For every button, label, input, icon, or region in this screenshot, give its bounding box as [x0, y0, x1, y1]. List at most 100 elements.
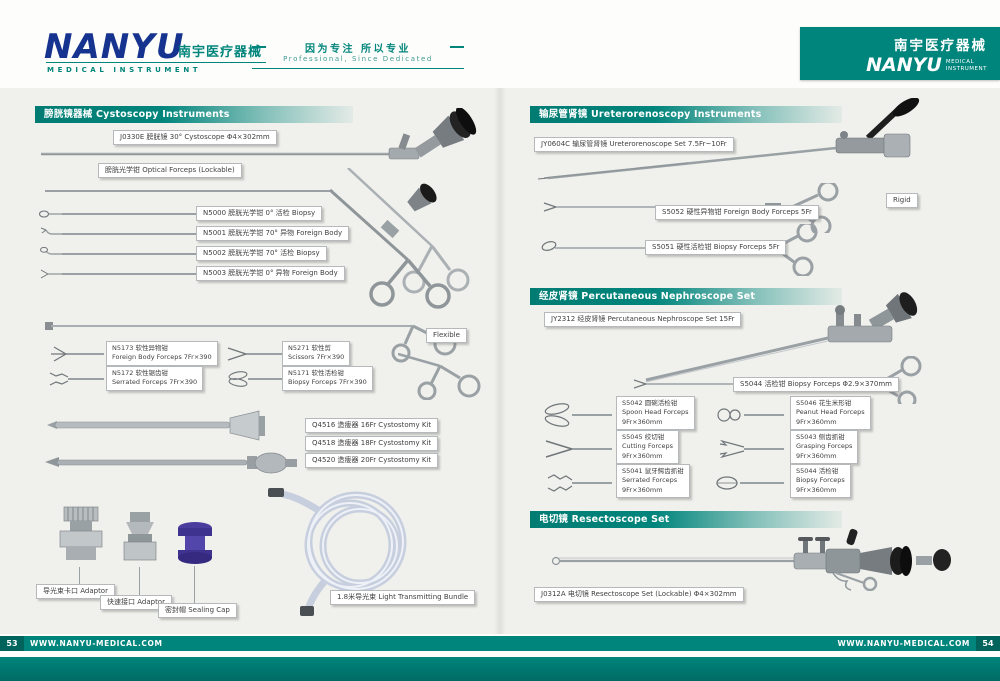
light-cable-adaptor-illustration	[59, 506, 103, 560]
label-q4520: Q4520 造瘘器 20Fr Cystostomy Kit	[305, 453, 439, 468]
section-title-cystoscopy: 膀胱镜器械 Cystoscopy Instruments	[35, 106, 353, 123]
label-line: Serrated Forceps 7Fr×390	[112, 378, 198, 387]
label-line: Biopsy Forceps	[796, 476, 845, 485]
biopsy-tip-icon	[40, 247, 62, 255]
optical-forceps-illustration	[330, 168, 470, 309]
label-line: S5042 圆碗活检钳	[622, 399, 678, 407]
cystostomy-cannula-illustration	[47, 410, 265, 441]
slogan-english: Professional, Since Dedicated	[283, 55, 433, 63]
label-line: S5043 侧齿抓钳	[796, 433, 845, 441]
spoon-head-tip-icon	[544, 403, 612, 427]
label-s5046: S5046 花生米形钳 Peanut Head Forceps 9Fr×360m…	[790, 396, 871, 431]
label-light-cable-adaptor: 导光束卡口 Adaptor	[36, 584, 115, 599]
label-line: S5045 绞切钳	[622, 433, 665, 441]
label-line: 9Fr×360mm	[796, 451, 837, 460]
section-title-nephroscope: 经皮肾镜 Percutaneous Nephroscope Set	[530, 288, 842, 305]
badge-wordmark: NANYU	[866, 54, 942, 76]
label-line: Spoon Head Forceps	[622, 408, 689, 417]
tag-rigid: Rigid	[886, 193, 918, 208]
brand-subtitle: MEDICAL INSTRUMENT	[47, 66, 202, 74]
brand-wordmark: NANYU	[44, 27, 185, 67]
biopsy-forceps-tip-icon	[228, 371, 282, 387]
leader-line	[79, 567, 80, 584]
quick-connect-adaptor-illustration	[123, 512, 157, 561]
badge-row: NANYU MEDICAL INSTRUMENT	[800, 56, 987, 75]
label-line: N5171 软性活检钳	[288, 369, 344, 377]
page-number-left: 53	[0, 636, 24, 651]
badge-subtitle: MEDICAL INSTRUMENT	[946, 56, 987, 73]
label-line: Serrated Forceps	[622, 476, 678, 485]
biopsy-tip-icon	[38, 210, 62, 218]
label-s5051: S5051 硬性活检钳 Biopsy Forceps 5Fr	[645, 240, 787, 255]
label-s5045: S5045 绞切钳 Cutting Forceps 9Fr×360mm	[616, 430, 679, 465]
foreign-body-tip-icon	[40, 269, 62, 279]
website-url-left: WWW.NANYU-MEDICAL.COM	[30, 639, 163, 648]
optical-forceps-shaft	[45, 190, 333, 192]
leader-line	[139, 567, 140, 595]
footer-band	[0, 657, 1000, 681]
page-gutter-shadow	[494, 88, 506, 634]
divider	[450, 46, 464, 48]
label-j0312a: J0312A 电切镜 Resectoscope Set (Lockable) Φ…	[534, 587, 744, 602]
label-n5271: N5271 软性剪 Scissors 7Fr×390	[282, 341, 351, 366]
label-line: Scissors 7Fr×390	[288, 353, 345, 362]
label-n5173: N5173 软性异物钳 Foreign Body Forceps 7Fr×390	[106, 341, 218, 366]
cutting-tip-icon	[545, 440, 612, 458]
website-url-right: WWW.NANYU-MEDICAL.COM	[837, 639, 970, 648]
label-line: S5046 花生米形钳	[796, 399, 852, 407]
instrument-shaft	[62, 253, 196, 255]
label-line: S5041 鼠牙鳄齿抓钳	[622, 467, 684, 475]
label-line: 9Fr×360mm	[622, 485, 663, 494]
label-line: 9Fr×360mm	[622, 451, 663, 460]
label-n5001: N5001 膀胱光学钳 70° 异物 Foreign Body	[196, 226, 350, 241]
label-sealing-cap: 密封帽 Sealing Cap	[158, 603, 237, 618]
label-q4518: Q4518 造瘘器 18Fr Cystostomy Kit	[305, 436, 439, 451]
label-line: 9Fr×360mm	[622, 417, 663, 426]
brand-badge: 南宇医疗器械 NANYU MEDICAL INSTRUMENT	[800, 27, 1000, 80]
label-line: Biopsy Forceps 7Fr×390	[288, 378, 367, 387]
resectoscope-illustration	[551, 528, 951, 591]
divider	[46, 62, 266, 63]
sealing-cap-illustration	[178, 522, 212, 564]
page-number-right: 54	[976, 636, 1000, 651]
tag-flexible: Flexible	[426, 328, 467, 343]
label-q4516: Q4516 造瘘器 16Fr Cystostomy Kit	[305, 418, 439, 433]
label-line: Grasping Forceps	[796, 442, 853, 451]
badge-subtitle-line2: INSTRUMENT	[945, 65, 987, 72]
instrument-shaft	[62, 233, 196, 235]
biopsy-cup-tip-icon	[716, 476, 784, 490]
brand-name-chinese: 南宇医疗器械	[178, 45, 263, 60]
label-jy2312: JY2312 经皮肾镜 Percutaneous Nephroscope Set…	[544, 312, 742, 327]
section-title-resectoscope: 电切镜 Resectoscope Set	[530, 511, 842, 528]
leader-line	[194, 566, 195, 603]
label-s5042: S5042 圆碗活检钳 Spoon Head Forceps 9Fr×360mm	[616, 396, 695, 431]
label-optical-forceps: 膀胱光学钳 Optical Forceps (Lockable)	[98, 163, 242, 178]
label-line: 9Fr×360mm	[796, 485, 837, 494]
label-s5041: S5041 鼠牙鳄齿抓钳 Serrated Forceps 9Fr×360mm	[616, 464, 690, 499]
flexible-forceps-handle-illustration	[398, 352, 481, 400]
foreign-body-tip-icon	[40, 227, 62, 235]
foreign-body-forceps-tip-icon	[51, 346, 104, 362]
slogan-chinese: 因为专注 所以专业	[305, 44, 411, 55]
scissors-tip-icon	[227, 347, 282, 361]
grasping-tip-icon	[719, 439, 784, 459]
label-s5044-long: S5044 活检钳 Biopsy Forceps Φ2.9×370mm	[733, 377, 899, 392]
label-s5043: S5043 侧齿抓钳 Grasping Forceps 9Fr×360mm	[790, 430, 859, 465]
label-line: N5173 软性异物钳	[112, 344, 168, 352]
badge-subtitle-line1: MEDICAL	[945, 59, 975, 65]
divider	[252, 68, 464, 69]
section-title-ureterorenoscopy: 输尿管肾镜 Ureterorenoscopy Instruments	[530, 106, 842, 123]
peanut-head-tip-icon	[717, 408, 784, 422]
label-jy0604c: JY0604C 输尿管肾镜 Ureterorenoscope Set 7.5Fr…	[534, 137, 734, 152]
label-quick-connect-adaptor: 快速接口 Adaptor	[100, 595, 172, 610]
label-n5002: N5002 膀胱光学钳 70° 活检 Biopsy	[196, 246, 327, 261]
label-line: Peanut Head Forceps	[796, 408, 865, 417]
instrument-shaft	[62, 213, 196, 215]
cystostomy-trocar-illustration	[45, 452, 297, 474]
ureteroscope-illustration	[538, 98, 920, 180]
label-n5000: N5000 膀胱光学钳 0° 活检 Biopsy	[196, 206, 323, 221]
serrated-forceps-tip-icon	[49, 372, 104, 386]
cystoscope-illustration	[41, 108, 477, 160]
label-s5044-grid: S5044 活检钳 Biopsy Forceps 9Fr×360mm	[790, 464, 851, 499]
